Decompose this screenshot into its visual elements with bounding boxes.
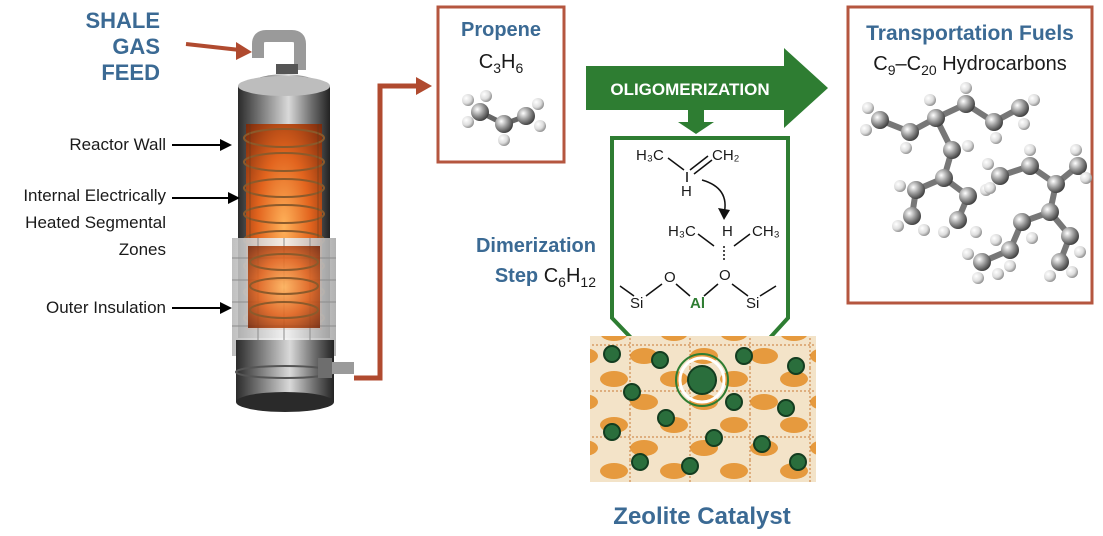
- mech-h3c: H₃C: [636, 147, 664, 164]
- mech-ch2: CH₂: [712, 147, 740, 164]
- label-heated-3: Zones: [119, 240, 166, 259]
- fuels-formula: C9–C20 Hydrocarbons: [873, 53, 1066, 78]
- mech-h3c-2: H₃C: [668, 223, 696, 240]
- mech-si-left: Si: [630, 295, 643, 312]
- fuel-molecule-1: [860, 82, 1040, 238]
- label-insulation: Outer Insulation: [46, 298, 166, 317]
- dimerization-label: Dimerization Step C6H12: [476, 235, 596, 290]
- oligomerization-arrow: OLIGOMERIZATION: [586, 48, 828, 134]
- propene-box: Propene C3H6: [436, 5, 566, 164]
- feed-line-2: GAS: [112, 34, 160, 59]
- feed-line-3: FEED: [101, 60, 160, 85]
- zeolite-illustration: Zeolite Catalyst: [590, 336, 816, 530]
- fuels-box: Transportation Fuels C9–C20 Hydrocarbons: [846, 5, 1094, 305]
- fuels-title: Transportation Fuels: [866, 22, 1074, 45]
- mech-ch3: CH₃: [752, 223, 780, 240]
- feed-line-1: SHALE: [85, 8, 160, 33]
- propene-formula: C3H6: [479, 51, 524, 76]
- oligomerization-label: OLIGOMERIZATION: [610, 80, 769, 99]
- mech-h-top: H: [681, 183, 692, 200]
- label-heated-1: Internal Electrically: [23, 186, 166, 205]
- label-reactor-wall: Reactor Wall: [69, 135, 166, 154]
- propene-molecule: [462, 90, 546, 146]
- outlet-arrow: [354, 77, 432, 381]
- reactor-labels: Reactor Wall Internal Electrically Heate…: [23, 135, 240, 317]
- zeolite-label: Zeolite Catalyst: [613, 503, 790, 530]
- mech-h-mid: H: [722, 223, 733, 240]
- feed-arrow: [185, 42, 252, 60]
- label-heated-2: Heated Segmental: [25, 213, 166, 232]
- dimerization-line-2: Step C6H12: [495, 265, 596, 290]
- mech-o-left: O: [664, 269, 676, 286]
- mech-si-right: Si: [746, 295, 759, 312]
- reactor-illustration: [232, 30, 354, 412]
- propene-title: Propene: [461, 19, 541, 41]
- feed-label: SHALE GAS FEED: [85, 8, 160, 85]
- mech-al: Al: [690, 295, 705, 312]
- mech-o-right: O: [719, 267, 731, 284]
- fuel-molecule-2: [962, 144, 1092, 284]
- dimerization-line-1: Dimerization: [476, 235, 596, 257]
